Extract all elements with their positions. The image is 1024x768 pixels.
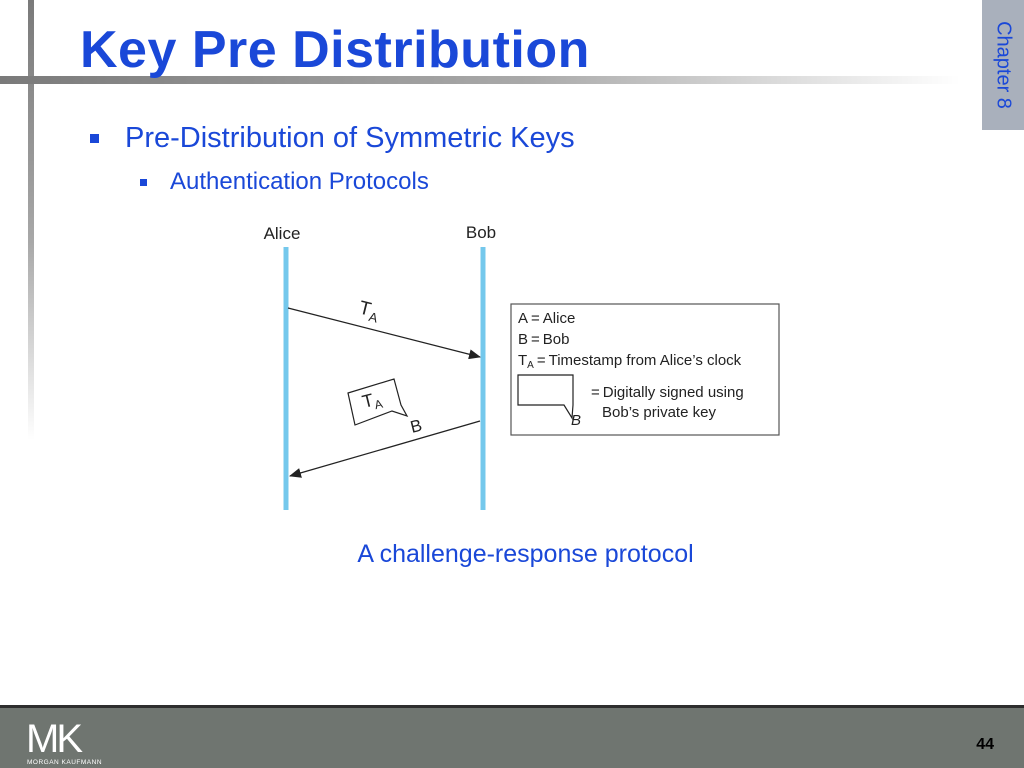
bob-label: Bob [466,223,496,242]
legend-signer: B [571,412,581,429]
alice-label: Alice [264,224,301,243]
bullet-item: Pre-Distribution of Symmetric Keys [90,122,575,155]
legend-box: A = Alice B = Bob TA = Timestamp from Al… [510,303,780,436]
bullet-text: Pre-Distribution of Symmetric Keys [125,122,575,154]
chapter-tab: Chapter 8 [982,0,1024,130]
sub-bullet-text: Authentication Protocols [170,168,429,195]
protocol-diagram: Alice Bob TA TA B A = Alice B = Bob TA =… [264,223,780,510]
square-bullet-icon [140,178,147,186]
page-number: 44 [976,736,994,753]
signed-message-bubble-icon [347,378,409,426]
legend-line-2: B = Bob [518,331,569,348]
message-arrow-1 [287,307,481,360]
message-1-label: TA [356,297,382,325]
slide-footer: MK MORGAN KAUFMANN 44 [0,705,1024,768]
message-2-label: TA [360,388,384,415]
legend-line-3: TA = Timestamp from Alice’s clock [518,352,742,371]
legend-line-1: A = Alice [518,310,575,327]
message-arrow-2 [289,420,481,478]
message-2-signer: B [408,416,424,437]
decorative-vertical-line [28,0,34,440]
decorative-horizontal-line [0,76,960,84]
diagram-caption: A challenge-response protocol [357,540,694,568]
legend-signed-line-2: Bob’s private key [602,404,716,421]
legend-signed-line-1: = Digitally signed using [591,384,744,401]
mk-logo: MK MORGAN KAUFMANN [26,717,102,766]
logo-text: MORGAN KAUFMANN [27,759,102,766]
chapter-label: Chapter 8 [992,21,1015,109]
signature-bubble-icon [517,374,574,420]
sub-bullet-item: Authentication Protocols [140,168,429,196]
slide-title: Key Pre Distribution [80,21,590,79]
square-bullet-icon [90,134,99,143]
logo-mark: MK [26,717,83,761]
